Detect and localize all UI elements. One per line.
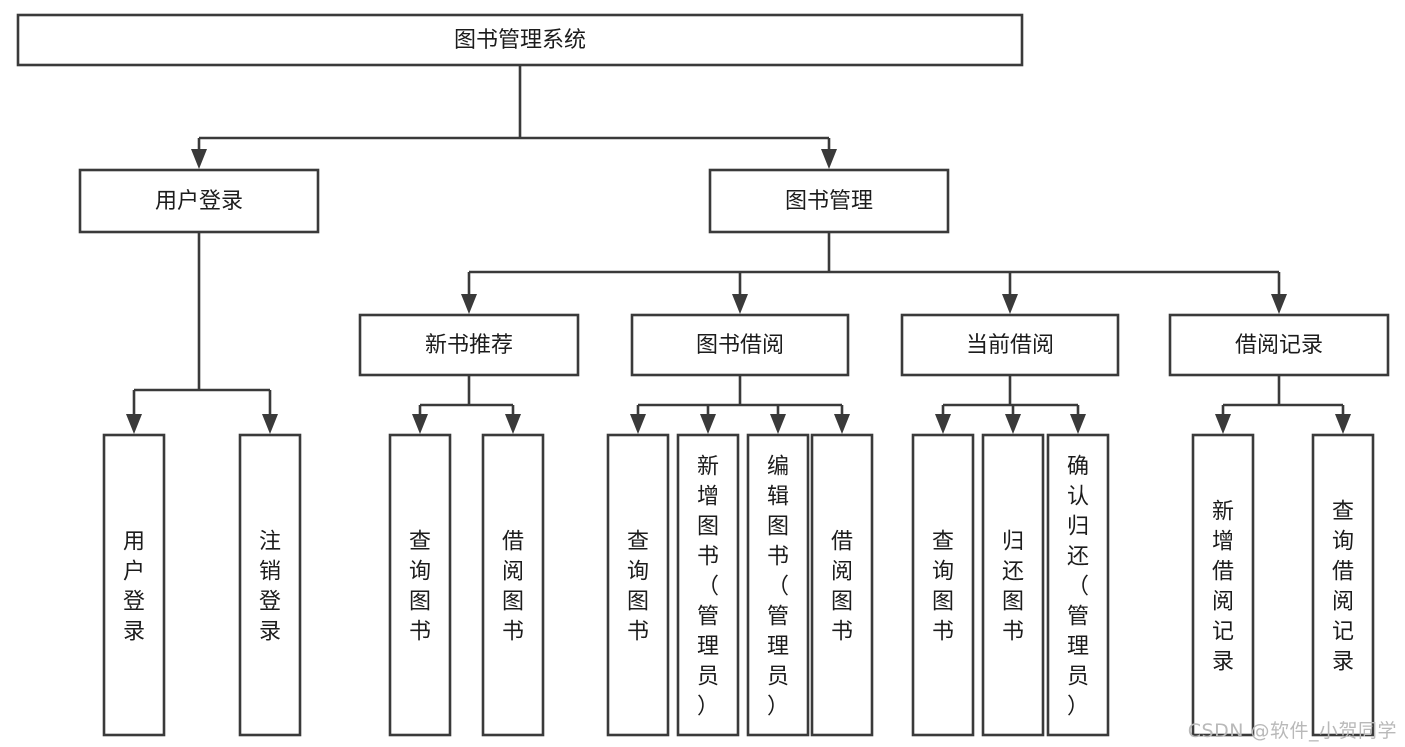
node-leaf-query-book-cur[interactable]: 查询图书 xyxy=(911,433,975,737)
node-label: 确认归还（管理员） xyxy=(1067,454,1089,719)
node-label: 查询图书 xyxy=(932,529,954,644)
node-label: 当前借阅 xyxy=(966,333,1054,358)
arrow-head-icon xyxy=(770,414,786,434)
node-borrow-record[interactable]: 借阅记录 xyxy=(1168,313,1390,377)
node-box xyxy=(810,433,874,737)
node-box xyxy=(102,433,166,737)
arrow-head-icon xyxy=(700,414,716,434)
node-label: 查询图书 xyxy=(627,529,649,644)
arrow-head-icon xyxy=(505,414,521,434)
arrow-head-icon xyxy=(262,414,278,434)
node-box xyxy=(481,433,545,737)
node-label: 查询借阅记录 xyxy=(1332,499,1354,674)
node-box xyxy=(358,313,580,377)
node-box xyxy=(630,313,850,377)
node-new-book-recommend[interactable]: 新书推荐 xyxy=(358,313,580,377)
arrow-head-icon xyxy=(1002,294,1018,314)
node-box xyxy=(1311,433,1375,737)
node-leaf-logout-login[interactable]: 注销登录 xyxy=(238,433,302,737)
node-label: 图书管理 xyxy=(785,189,873,214)
arrow-head-icon xyxy=(732,294,748,314)
node-user-login[interactable]: 用户登录 xyxy=(78,168,320,234)
node-box xyxy=(16,13,1024,67)
node-label: 用户登录 xyxy=(155,189,243,214)
node-book-manage[interactable]: 图书管理 xyxy=(708,168,950,234)
node-root[interactable]: 图书管理系统 xyxy=(16,13,1024,67)
arrow-head-icon xyxy=(1070,414,1086,434)
node-box xyxy=(676,433,740,737)
node-leaf-borrow-book[interactable]: 借阅图书 xyxy=(810,433,874,737)
arrow-head-icon xyxy=(126,414,142,434)
node-box xyxy=(1191,433,1255,737)
arrow-head-icon xyxy=(1005,414,1021,434)
node-label: 新书推荐 xyxy=(425,333,513,358)
node-label: 编辑图书（管理员） xyxy=(767,454,789,719)
node-leaf-return-book[interactable]: 归还图书 xyxy=(981,433,1045,737)
node-leaf-borrow-book-rec[interactable]: 借阅图书 xyxy=(481,433,545,737)
node-box xyxy=(981,433,1045,737)
node-label: 查询图书 xyxy=(409,529,431,644)
node-label: 用户登录 xyxy=(123,529,145,644)
node-label: 归还图书 xyxy=(1002,529,1024,644)
node-label: 借阅记录 xyxy=(1235,333,1323,358)
node-box xyxy=(746,433,810,737)
node-leaf-confirm-return-admin[interactable]: 确认归还（管理员） xyxy=(1046,433,1110,737)
node-box xyxy=(900,313,1120,377)
node-current-borrow[interactable]: 当前借阅 xyxy=(900,313,1120,377)
arrow-head-icon xyxy=(1335,414,1351,434)
arrow-head-icon xyxy=(1215,414,1231,434)
node-label: 借阅图书 xyxy=(502,529,524,644)
node-box xyxy=(911,433,975,737)
node-leaf-query-book-rec[interactable]: 查询图书 xyxy=(388,433,452,737)
node-box xyxy=(606,433,670,737)
node-layer: 图书管理系统用户登录图书管理新书推荐图书借阅当前借阅借阅记录用户登录注销登录查询… xyxy=(16,13,1390,737)
node-box xyxy=(708,168,950,234)
arrow-head-icon xyxy=(1271,294,1287,314)
connector-layer xyxy=(126,65,1351,434)
node-label: 图书管理系统 xyxy=(454,28,586,53)
watermark-label: CSDN @软件_小贺同学 xyxy=(1187,720,1397,742)
node-box xyxy=(238,433,302,737)
node-label: 借阅图书 xyxy=(831,529,853,644)
arrow-head-icon xyxy=(935,414,951,434)
node-leaf-user-login[interactable]: 用户登录 xyxy=(102,433,166,737)
arrow-head-icon xyxy=(834,414,850,434)
arrow-head-icon xyxy=(191,149,207,169)
node-label: 新增图书（管理员） xyxy=(697,454,719,719)
node-leaf-query-book-borrow[interactable]: 查询图书 xyxy=(606,433,670,737)
node-box xyxy=(388,433,452,737)
node-leaf-add-book-admin[interactable]: 新增图书（管理员） xyxy=(676,433,740,737)
node-leaf-edit-book-admin[interactable]: 编辑图书（管理员） xyxy=(746,433,810,737)
node-label: 新增借阅记录 xyxy=(1212,499,1234,674)
node-label: 注销登录 xyxy=(259,529,281,644)
arrow-head-icon xyxy=(821,149,837,169)
node-box xyxy=(78,168,320,234)
arrow-head-icon xyxy=(461,294,477,314)
node-box xyxy=(1168,313,1390,377)
node-leaf-add-borrow-record[interactable]: 新增借阅记录 xyxy=(1191,433,1255,737)
arrow-head-icon xyxy=(412,414,428,434)
node-box xyxy=(1046,433,1110,737)
node-leaf-query-borrow-record[interactable]: 查询借阅记录 xyxy=(1311,433,1375,737)
arrow-head-icon xyxy=(630,414,646,434)
node-label: 图书借阅 xyxy=(696,333,784,358)
node-book-borrow[interactable]: 图书借阅 xyxy=(630,313,850,377)
